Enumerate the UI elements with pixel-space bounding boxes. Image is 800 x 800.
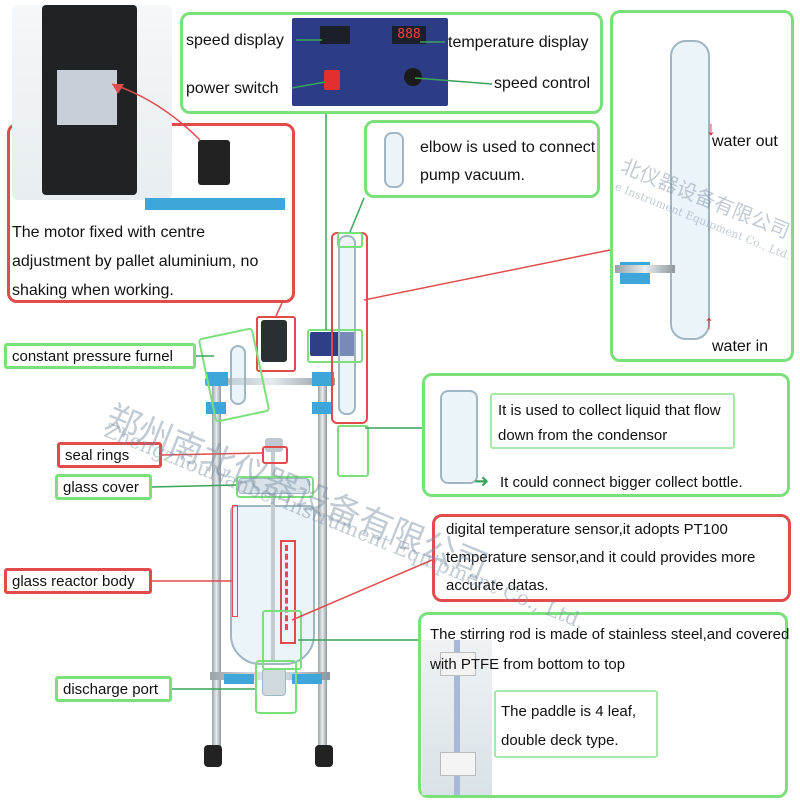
frame-top-bar <box>205 378 335 385</box>
collect-bottle-arrow-icon: ➜ <box>474 471 490 491</box>
glass-cover-piece <box>238 478 310 494</box>
power-switch-red <box>324 70 340 90</box>
control-box-highlight <box>307 329 363 363</box>
elbow-highlight <box>337 232 363 248</box>
frame-post-right <box>318 375 327 755</box>
frame-clamp-5 <box>224 674 254 684</box>
motor-nameplate <box>57 70 117 125</box>
sensor-highlight <box>280 540 296 644</box>
power-switch-label: power switch <box>186 80 279 97</box>
collector-glass <box>440 390 478 484</box>
discharge-port-tag: discharge port <box>55 676 172 702</box>
seal-rings-tag: seal rings <box>57 442 162 468</box>
temp-sensor-description: digital temperature sensor,it adopts PT1… <box>446 521 756 594</box>
water-out-arrow-icon: ↓ <box>706 118 716 140</box>
paddle-blade-top <box>440 652 476 676</box>
stirring-rod <box>271 450 275 660</box>
condenser-closeup <box>670 40 710 340</box>
paddle-rod <box>454 640 460 795</box>
line-elbow <box>349 197 365 233</box>
motor-description: The motor fixed with centre adjustment b… <box>12 224 259 299</box>
control-panel-photo: 888 <box>292 18 448 106</box>
condenser-callout <box>610 10 794 362</box>
seal-rings-highlight <box>262 446 288 464</box>
funnel-glass <box>230 345 246 405</box>
water-in-arrow-icon: ↑ <box>704 312 714 334</box>
glass-reactor-body-tag: glass reactor body <box>4 568 152 594</box>
condenser-tube <box>338 235 356 415</box>
sensor-dash <box>285 545 288 630</box>
motor-closeup-photo <box>12 5 172 200</box>
frame-clamp-6 <box>292 674 322 684</box>
frame-clamp-2 <box>312 372 334 386</box>
paddle-tag: The paddle is 4 leaf, double deck type. <box>494 690 658 758</box>
seal-ring-piece <box>265 438 283 452</box>
speed-control-knob <box>404 68 422 86</box>
line-motor <box>275 302 283 317</box>
line-motor-arrow <box>111 83 201 141</box>
collect-bottle-label: It could connect bigger collect bottle. <box>500 474 743 491</box>
line-power-switch <box>291 81 326 89</box>
collector-highlight <box>337 425 369 477</box>
paddle-blade-bottom <box>440 752 476 776</box>
paddle-description: The paddle is 4 leaf, double deck type. <box>501 703 637 749</box>
seal-rings-label: seal rings <box>65 447 130 464</box>
collect-liquid-text: It is used to collect liquid that flow d… <box>498 402 721 444</box>
mount-motor <box>198 140 230 185</box>
glass-cover-label: glass cover <box>63 479 139 496</box>
caster-left <box>204 745 222 767</box>
water-out-label: water out <box>712 133 778 150</box>
discharge-port-label: discharge port <box>63 681 159 698</box>
motor-highlight <box>256 316 296 372</box>
line-seal-rings <box>161 452 263 456</box>
glass-cover-tag: glass cover <box>55 474 152 500</box>
speed-control-label: speed control <box>494 75 591 92</box>
line-temp-sensor <box>291 559 433 621</box>
line-speed-control <box>414 77 493 85</box>
water-in-label: water in <box>712 338 769 355</box>
reactor-body-highlight <box>232 505 238 617</box>
discharge-valve <box>262 668 286 696</box>
collect-liquid-tag: It is used to collect liquid that flow d… <box>490 393 735 449</box>
condenser-support-bar <box>615 265 675 273</box>
mount-bar <box>145 198 285 210</box>
speed-display-screen <box>320 26 350 44</box>
caster-right <box>315 745 333 767</box>
temp-sensor-callout <box>432 514 791 602</box>
constant-pressure-funnel-label: constant pressure furnel <box>12 348 173 365</box>
discharge-port-highlight <box>255 660 297 714</box>
paddle-photo <box>422 640 492 795</box>
stirring-rod-description: The stirring rod is made of stainless st… <box>430 626 790 673</box>
elbow-glass <box>384 132 404 188</box>
frame-clamp-1 <box>206 372 228 386</box>
constant-pressure-funnel-tag: constant pressure furnel <box>4 343 196 369</box>
motor-mount-photo <box>140 130 290 225</box>
line-condenser <box>363 249 611 301</box>
line-glass-cover <box>151 484 237 488</box>
glass-cover-highlight <box>236 476 314 498</box>
motor-arrow-head <box>112 84 124 94</box>
temperature-display-screen: 888 <box>392 26 426 44</box>
glass-reactor-body-label: glass reactor body <box>12 573 135 590</box>
temperature-display-label: temperature display <box>448 34 589 51</box>
frame-post-left <box>212 375 221 755</box>
motor-unit <box>261 320 287 362</box>
elbow-description: elbow is used to connect pump vacuum. <box>420 139 596 184</box>
speed-display-label: speed display <box>186 32 284 49</box>
frame-clamp-3 <box>206 402 226 414</box>
frame-clamp-4 <box>312 402 332 414</box>
